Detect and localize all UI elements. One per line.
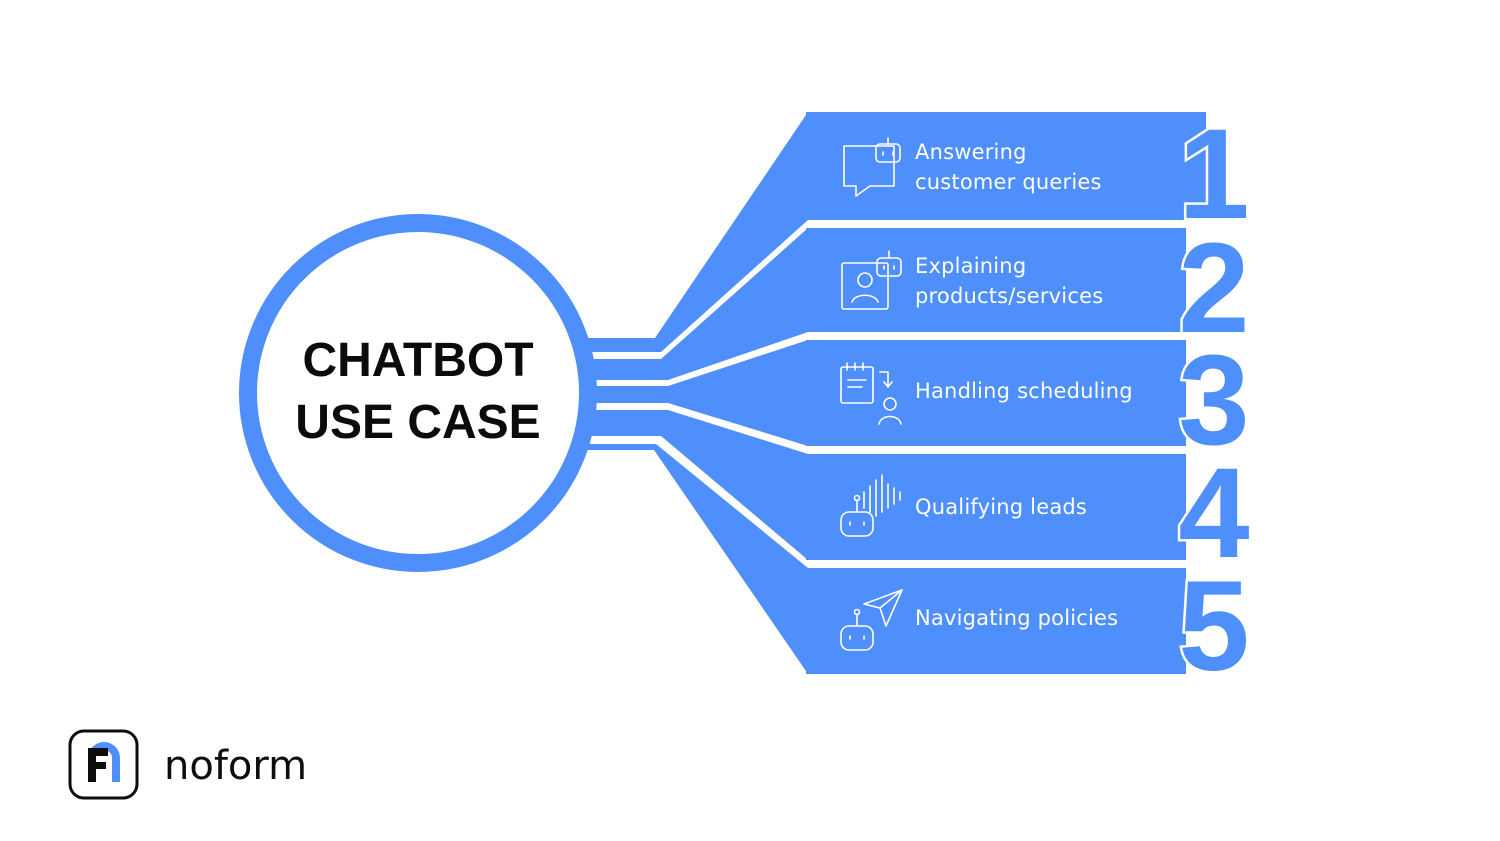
item-3-label: Handling scheduling: [915, 379, 1133, 403]
item-1-line1: Answering: [915, 140, 1027, 164]
number-5: 5: [1178, 555, 1249, 698]
item-2-line2: products/services: [915, 284, 1103, 308]
number-1: 1: [1178, 103, 1249, 246]
connector-1: [560, 112, 808, 352]
connector-5: [560, 444, 808, 674]
center-circle: [239, 214, 597, 572]
band-3: [806, 340, 1186, 446]
item-2-line1: Explaining: [915, 254, 1026, 278]
brand: noform: [68, 729, 307, 800]
item-1-line2: customer queries: [915, 170, 1102, 194]
chat-bot-icon: [843, 137, 901, 197]
number-3: 3: [1178, 329, 1249, 472]
number-2: 2: [1178, 217, 1249, 360]
band-5: [806, 568, 1186, 674]
number-4: 4: [1178, 442, 1249, 585]
connector-4: [560, 410, 808, 560]
connector-3: [560, 340, 808, 446]
numbers: 1 2 3 4 5: [1176, 101, 1252, 701]
center-title-line1: CHATBOT: [302, 334, 533, 387]
labels: Answering customer queries Explaining pr…: [915, 140, 1133, 630]
connectors: [560, 112, 808, 674]
item-4-label: Qualifying leads: [915, 495, 1087, 519]
noform-logo-icon: [68, 729, 139, 800]
profile-bot-icon: [841, 250, 902, 310]
voice-bot-icon: [840, 474, 901, 537]
connector-2: [560, 228, 808, 380]
navigate-bot-icon: [840, 589, 903, 651]
schedule-user-icon: [840, 362, 902, 425]
item-5-label: Navigating policies: [915, 606, 1118, 630]
center-subtitle: Chatbot Use Case: [348, 385, 476, 402]
band-2: [806, 228, 1186, 332]
center-title-line2: USE CASE: [295, 396, 540, 449]
band-1: [806, 112, 1206, 220]
brand-name: noform: [164, 743, 307, 789]
